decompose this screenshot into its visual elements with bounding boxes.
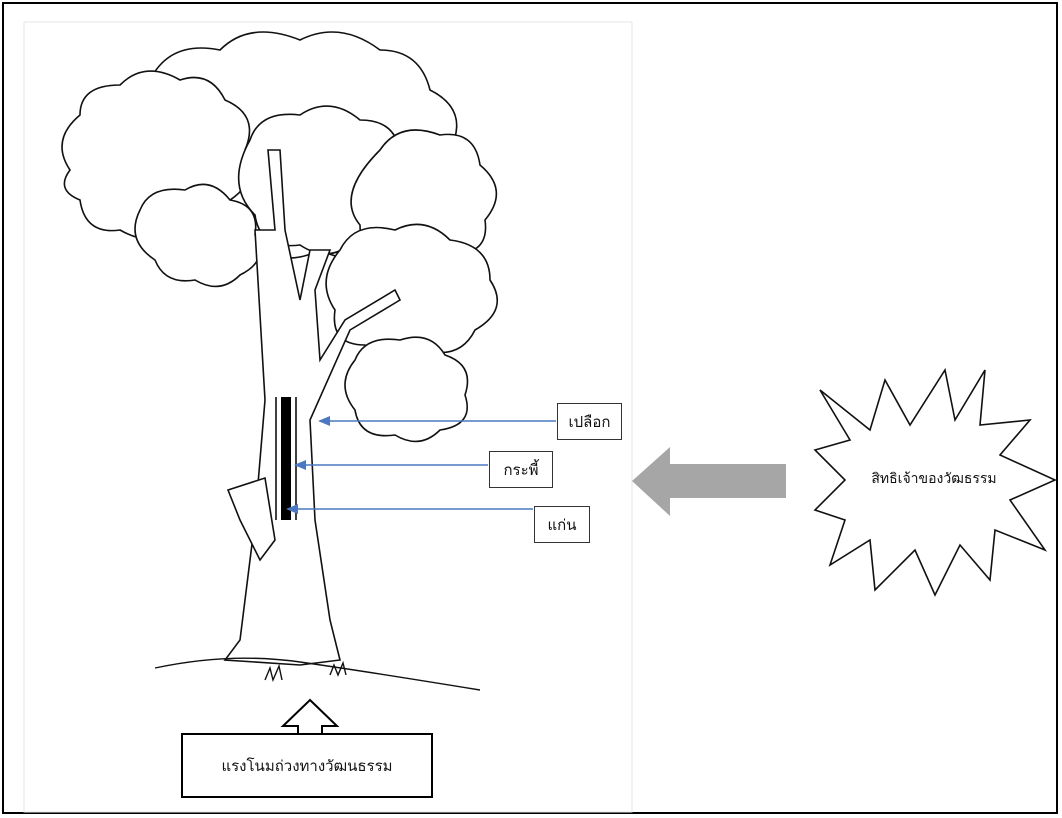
cross-section-bar [281, 397, 291, 520]
pointer-lines [286, 416, 556, 514]
label-cambium: กระพี้ [489, 451, 553, 488]
cultural-gravity-box: แรงโนมถ่วงทางวัฒนธรรม [181, 733, 433, 798]
label-core: แก่น [534, 506, 590, 543]
tree-trunk [223, 149, 402, 666]
pointer-arrowhead [318, 416, 330, 426]
label-bark: เปลือก [557, 403, 622, 440]
starburst-label: สิทธิเจ้าของวัฒธรรม [871, 471, 997, 487]
big-left-arrow [632, 447, 786, 516]
starburst-shape [813, 367, 1057, 597]
pointer-arrowhead [286, 504, 298, 514]
ground-line [154, 657, 481, 691]
tree-canopy [61, 31, 499, 443]
pointer-arrowhead [294, 460, 306, 470]
